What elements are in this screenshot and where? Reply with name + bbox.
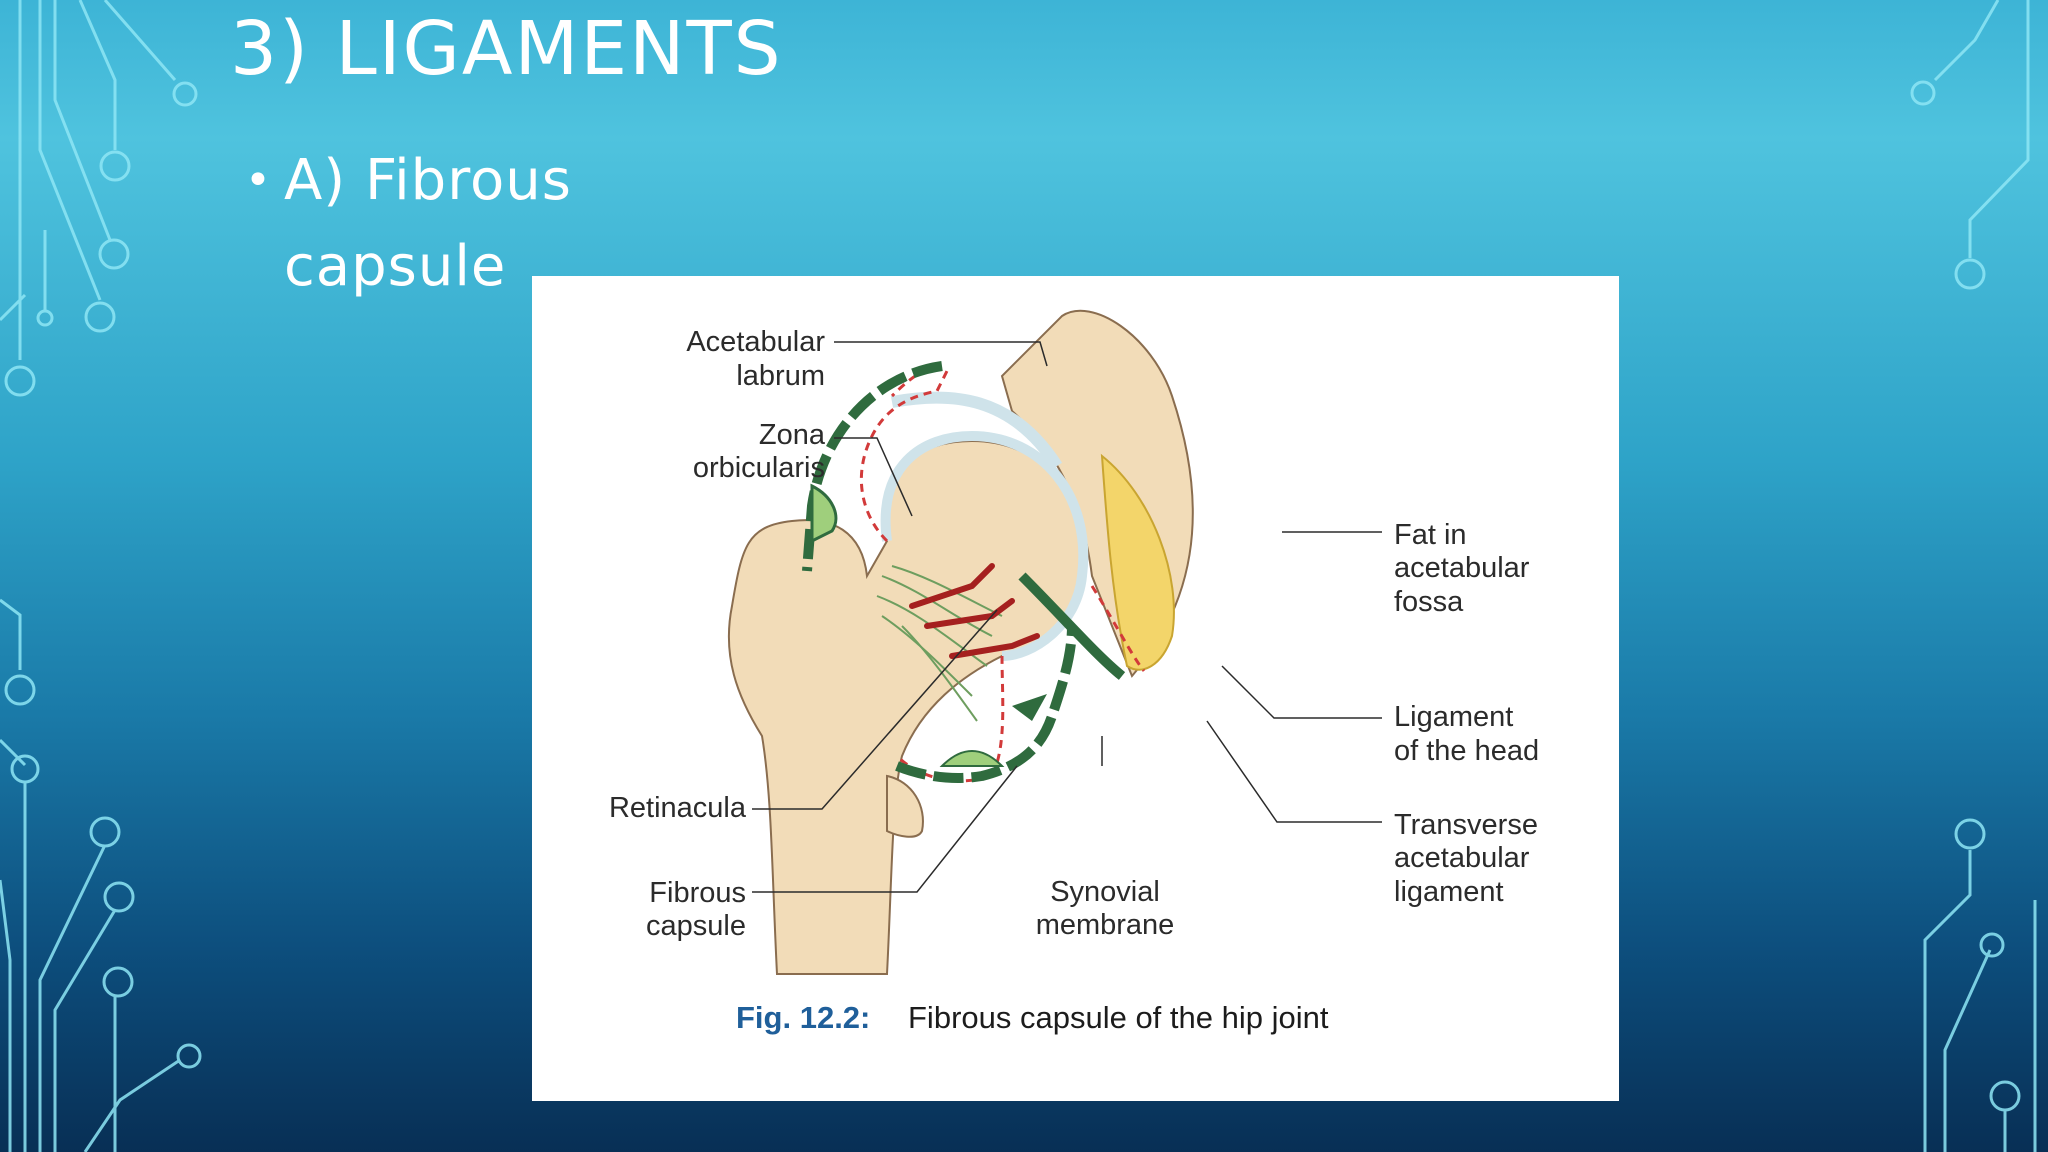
label-fat-in-fossa-1: Fat in — [1394, 519, 1467, 551]
label-synovial-membrane-1: Synovial — [1050, 876, 1160, 908]
label-synovial-membrane-2: membrane — [1036, 909, 1175, 941]
femoral-head-cartilage — [880, 430, 1089, 661]
fat-pad — [1100, 453, 1175, 671]
label-zona-orbicularis-1: Zona — [759, 419, 826, 451]
bullet-text: A) Fibrous capsule — [284, 148, 572, 299]
label-fibrous-capsule-1: Fibrous — [649, 877, 746, 909]
label-acetabular-labrum-2: labrum — [736, 360, 825, 392]
label-acetabular-labrum-1: Acetabular — [686, 326, 825, 358]
slide-title: 3) LIGAMENTS — [230, 6, 783, 92]
hip-joint-diagram: Acetabular labrum Zona orbicularis Retin… — [609, 309, 1539, 1035]
label-ligament-of-head-1: Ligament — [1394, 701, 1513, 733]
leader-lines — [752, 341, 1382, 893]
label-zona-orbicularis-2: orbicularis — [693, 452, 825, 484]
ligament-of-head — [1018, 572, 1126, 680]
bullet-dot-icon: • — [245, 155, 272, 206]
zona-orbicularis — [810, 483, 838, 544]
synovial-fold — [939, 750, 1005, 767]
label-fat-in-fossa-2: acetabular — [1394, 552, 1530, 584]
label-transverse-ligament-2: acetabular — [1394, 842, 1530, 874]
figure-caption-number: Fig. 12.2: — [736, 1000, 870, 1035]
label-transverse-ligament-1: Transverse — [1394, 809, 1538, 841]
label-retinacula: Retinacula — [609, 792, 747, 824]
lesser-trochanter — [886, 774, 924, 838]
label-fibrous-capsule-2: capsule — [646, 910, 746, 942]
label-fat-in-fossa-3: fossa — [1394, 586, 1464, 618]
figure-caption-text: Fibrous capsule of the hip joint — [908, 1000, 1329, 1035]
label-transverse-ligament-3: ligament — [1394, 876, 1504, 908]
transverse-ligament — [1012, 694, 1047, 721]
label-ligament-of-head-2: of the head — [1394, 735, 1539, 767]
bullet-item: • A) Fibrous capsule — [245, 138, 625, 310]
hip-joint-figure: Acetabular labrum Zona orbicularis Retin… — [532, 276, 1619, 1101]
